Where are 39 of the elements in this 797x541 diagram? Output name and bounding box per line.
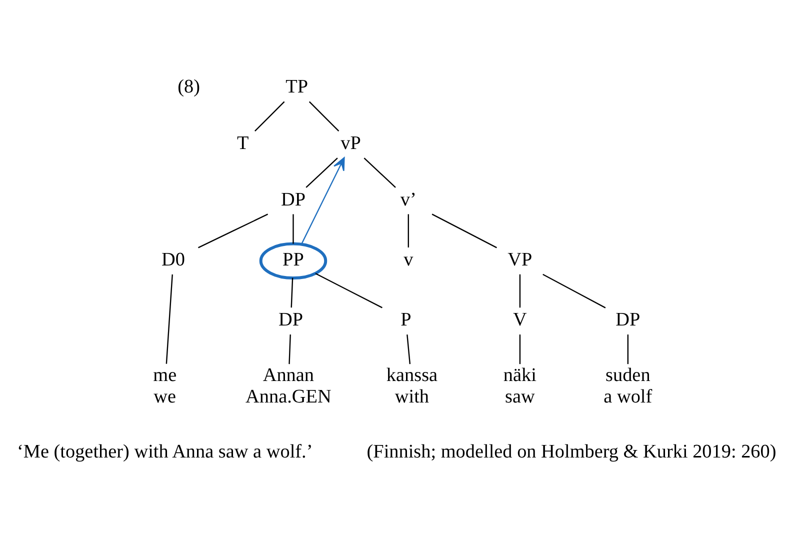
connector (166, 274, 173, 364)
node-text: näki saw (503, 364, 536, 408)
node-text: T (236, 132, 249, 154)
label: (Finnish; modelled on Holmberg & Kurki 2019: 260) (366, 442, 776, 463)
connector (306, 158, 338, 188)
node-text: suden a wolf (604, 364, 652, 408)
label: (8) (178, 76, 200, 98)
node-text: vP (340, 132, 361, 154)
node-text: DP (280, 189, 306, 210)
node-text: v (404, 249, 414, 270)
connector (408, 214, 409, 248)
connector (519, 334, 521, 364)
arrow (300, 157, 345, 245)
connector (542, 274, 606, 308)
node-text: D0 (162, 249, 186, 270)
connector (627, 334, 629, 364)
connector (254, 101, 285, 132)
connector (519, 274, 521, 308)
connector (364, 158, 396, 188)
node-text: Annan Anna.GEN (246, 364, 332, 408)
connector (406, 334, 411, 364)
node-text: me we (153, 364, 177, 408)
node-text: V (513, 310, 527, 331)
node-text: kanssa with (386, 364, 438, 408)
connector (290, 278, 294, 308)
label: ‘Me (together) with Anna saw a wolf.’ (17, 442, 313, 463)
connector (288, 334, 291, 364)
node-text: TP (286, 76, 308, 98)
node-text: DP (616, 310, 640, 331)
node-ellipse: PP (259, 242, 328, 280)
node-text: v’ (400, 189, 416, 210)
connector (315, 272, 382, 308)
node-text: P (400, 310, 412, 331)
connector (432, 214, 497, 248)
connector (308, 101, 340, 132)
connector (292, 214, 294, 244)
connector (198, 214, 268, 248)
node-text: VP (508, 249, 532, 270)
node-text: DP (278, 310, 304, 331)
